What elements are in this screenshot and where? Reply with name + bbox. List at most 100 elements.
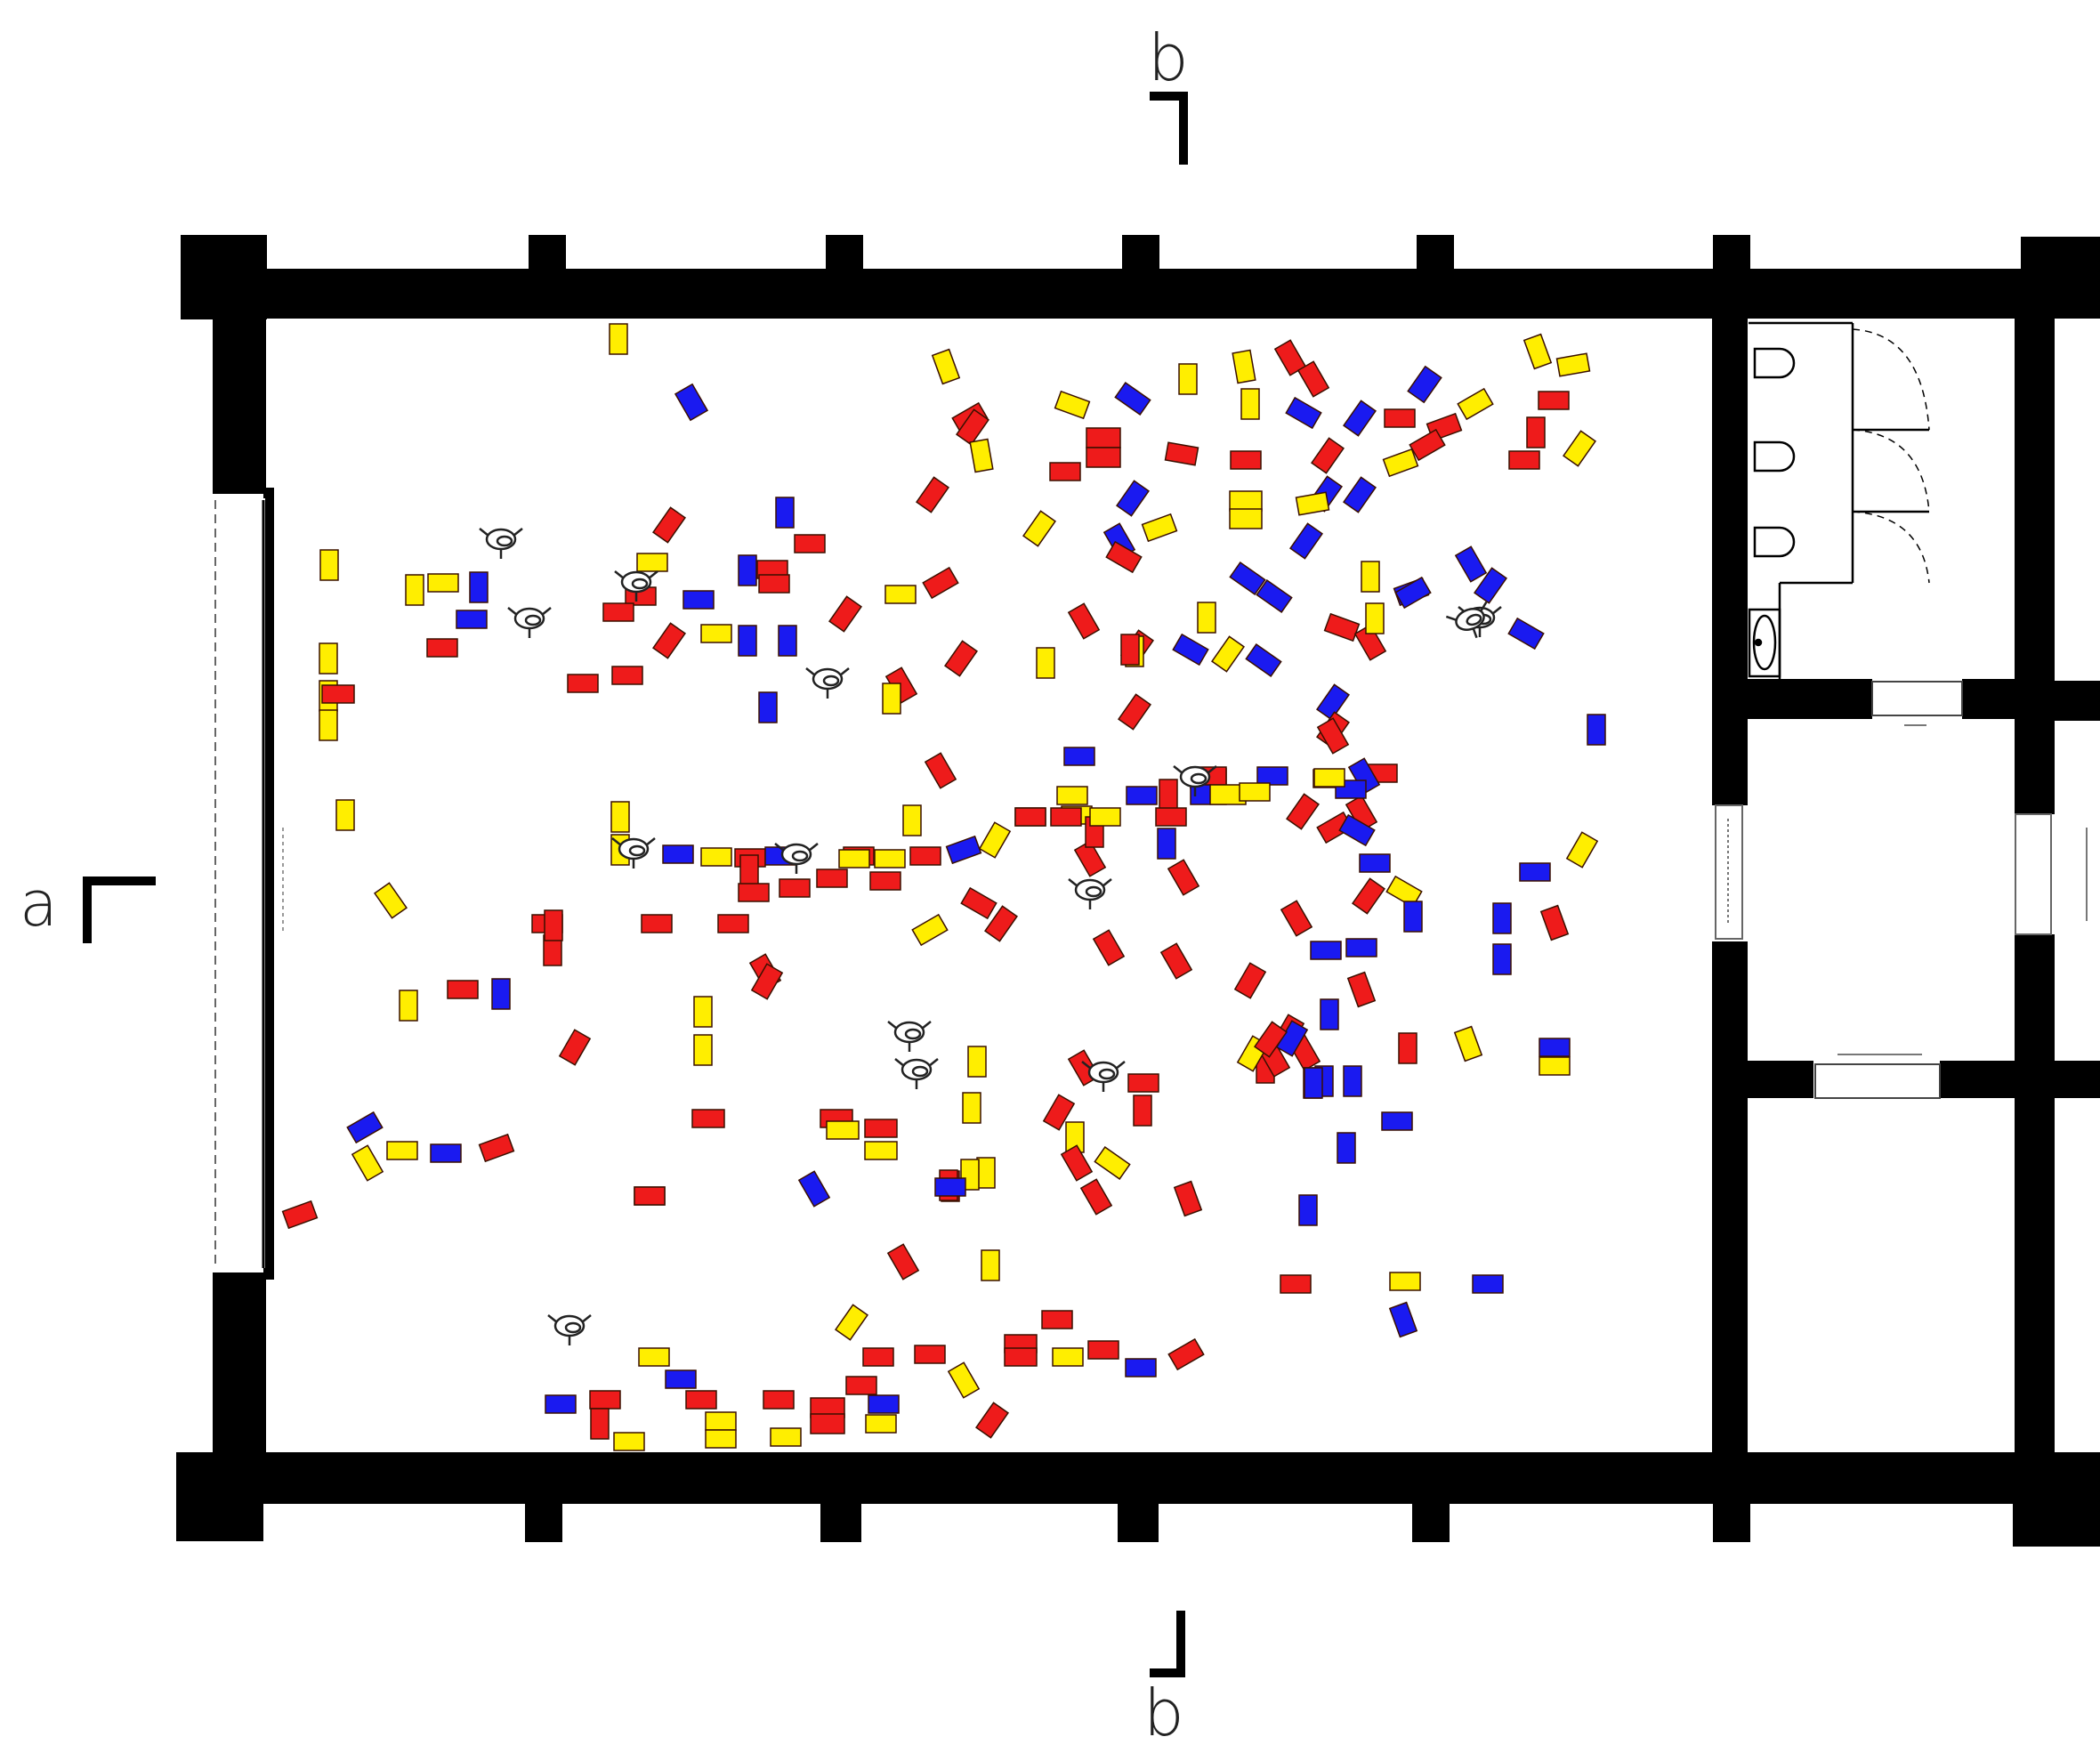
wc-partition (1962, 679, 2055, 719)
red-block (1167, 859, 1200, 896)
blue-block (1289, 522, 1323, 560)
yellow-block (700, 624, 732, 643)
blue-block (1343, 476, 1377, 513)
pilaster (1713, 1502, 1750, 1542)
blue-block (1114, 382, 1151, 416)
right-wall (2015, 303, 2055, 814)
blue-block (1519, 862, 1551, 882)
red-block (1086, 447, 1121, 468)
red-block (758, 574, 790, 594)
yellow-block (1022, 510, 1056, 547)
blue-block (1285, 396, 1322, 430)
blue-block (1454, 545, 1488, 583)
section-marker-b-top-icon: b (1148, 20, 1189, 165)
red-block (281, 1200, 319, 1230)
red-block (1004, 1347, 1038, 1367)
red-block (1155, 807, 1187, 827)
red-block (1316, 717, 1350, 755)
yellow-block (1382, 448, 1419, 478)
left-wall (213, 303, 266, 494)
red-block (828, 595, 862, 633)
red-block (960, 886, 998, 920)
blue-block (662, 844, 694, 864)
red-block (589, 1390, 621, 1410)
yellow-block (882, 683, 901, 715)
red-block (816, 868, 848, 888)
blue-block (1157, 828, 1176, 860)
red-block (1280, 1274, 1312, 1294)
red-block (1167, 1337, 1205, 1371)
blue-block (346, 1111, 384, 1144)
yellow-block (1141, 513, 1178, 543)
yellow-block (1453, 1025, 1483, 1062)
yellow-block (1054, 390, 1091, 420)
yellow-block (1313, 768, 1345, 788)
section-marker-b-bottom-icon: b (1143, 1611, 1185, 1745)
red-block (1539, 904, 1570, 941)
yellow-block (981, 1249, 1000, 1281)
corridor-door (1814, 1063, 1941, 1099)
red-block (426, 638, 458, 658)
yellow-block (1056, 786, 1088, 805)
yellow-block (319, 549, 339, 581)
yellow-block (693, 996, 713, 1028)
red-block (1352, 877, 1385, 915)
yellow-block (335, 799, 355, 831)
sink-icon (1748, 608, 1781, 678)
red-block (1508, 450, 1540, 470)
red-block (717, 914, 749, 933)
doors-and-openings (214, 498, 2088, 1268)
red-block (558, 1029, 592, 1066)
red-block (567, 674, 599, 693)
red-block (1526, 416, 1546, 448)
person-figures (479, 528, 1502, 1345)
blue-block (682, 590, 715, 610)
yellow-block (967, 1046, 987, 1078)
person-figure-icon (611, 837, 656, 868)
corridor-partition (1712, 1061, 1813, 1098)
yellow-block (609, 323, 628, 355)
red-block (862, 1347, 894, 1367)
yellow-block (865, 1414, 897, 1434)
red-block (738, 883, 770, 902)
red-block (810, 1413, 845, 1434)
pilaster (529, 235, 566, 271)
red-block (916, 476, 949, 513)
red-block (914, 1345, 946, 1364)
section-label-b-top: b (1148, 20, 1189, 95)
yellow-block (1295, 491, 1330, 516)
blue-block (1492, 902, 1512, 934)
left-wall-jamb (263, 488, 274, 1280)
red-block (1092, 929, 1126, 966)
red-block (544, 909, 563, 941)
red-block (652, 622, 686, 659)
yellow-block (1555, 352, 1591, 377)
yellow-block (1052, 1347, 1084, 1367)
red-block (1050, 807, 1082, 827)
blue-block (1125, 1358, 1157, 1377)
blue-block (1343, 400, 1377, 437)
blue-block (469, 571, 489, 603)
yellow-block (874, 849, 906, 868)
yellow-block (911, 913, 949, 947)
yellow-block (1094, 1146, 1131, 1180)
blue-block (1388, 1301, 1418, 1338)
wc-door (1871, 681, 1963, 716)
person-figure-icon (507, 607, 552, 638)
red-block (1311, 437, 1345, 474)
yellow-block (947, 1361, 981, 1399)
person-figure-icon (1068, 878, 1112, 909)
red-block (924, 752, 957, 789)
red-block (1105, 540, 1143, 574)
red-block (779, 878, 811, 898)
yellow-block (864, 1141, 898, 1160)
blue-block (1172, 633, 1209, 666)
red-block (691, 1109, 725, 1128)
blue-block (1245, 643, 1282, 677)
red-block (763, 1390, 795, 1410)
toilet-icon (1753, 526, 1796, 558)
blue-block (491, 978, 511, 1010)
section-label-b-bottom: b (1143, 1676, 1184, 1745)
red-block (794, 534, 826, 553)
partition-pilaster (1713, 235, 1750, 306)
